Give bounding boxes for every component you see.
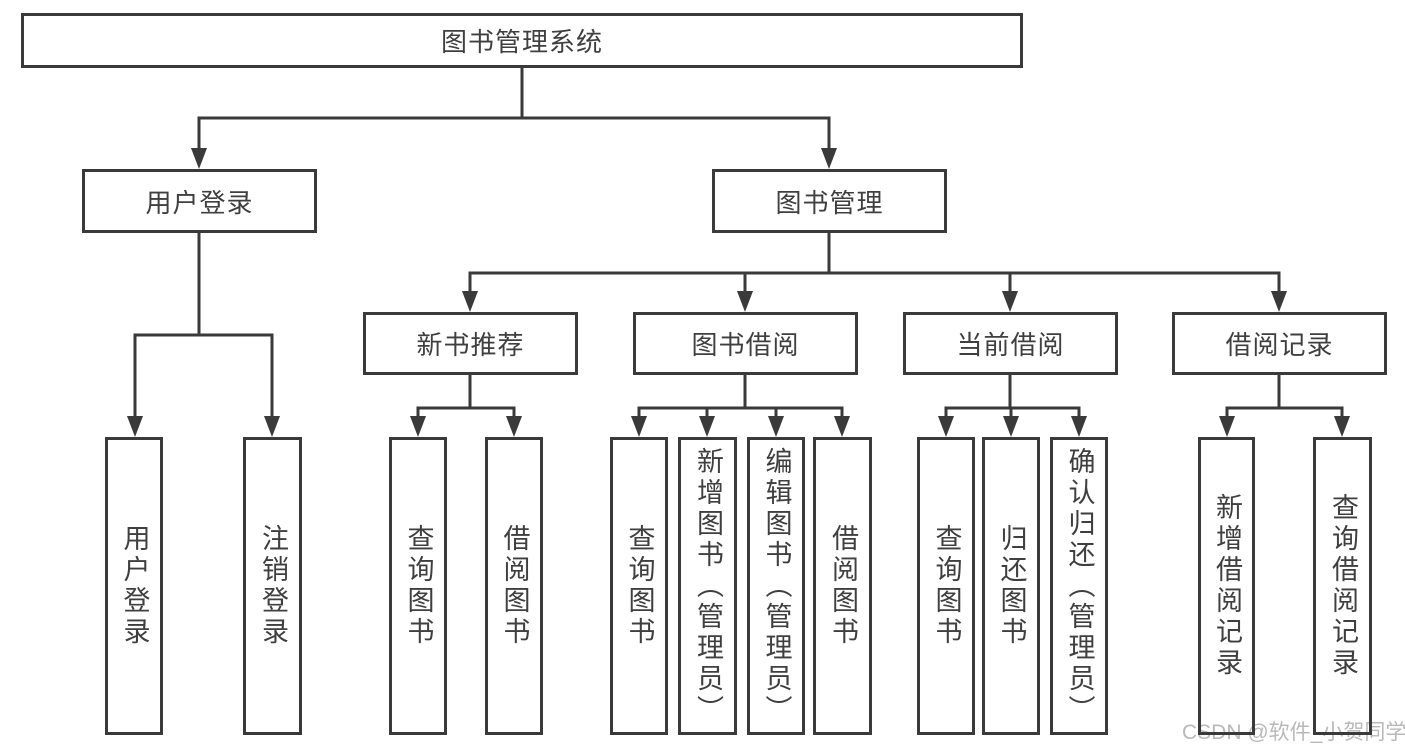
arrowhead-icons — [127, 148, 1350, 437]
leaf-borrow-books-label: 借阅图书 — [828, 524, 858, 648]
node-book-management-label: 图书管理 — [775, 187, 884, 218]
node-borrow-records-label: 借阅记录 — [1225, 330, 1334, 360]
leaf-borrow-query-books-label: 查询图书 — [624, 524, 655, 648]
leaf-return-books: 归还图书 — [982, 437, 1040, 735]
leaf-logout-label: 注销登录 — [258, 524, 288, 648]
node-new-book-recommend: 新书推荐 — [363, 312, 578, 375]
leaf-query-borrow-record-label: 查询借阅记录 — [1328, 493, 1358, 679]
leaf-recommend-query-books: 查询图书 — [389, 437, 447, 735]
leaf-user-login-label: 用户登录 — [119, 524, 150, 648]
node-book-borrow: 图书借阅 — [633, 312, 858, 375]
node-book-management: 图书管理 — [712, 169, 947, 233]
leaf-query-borrow-record: 查询借阅记录 — [1313, 437, 1372, 735]
node-new-book-recommend-label: 新书推荐 — [416, 330, 525, 360]
leaf-confirm-return-admin-label: 确认归还（管理员） — [1064, 446, 1095, 726]
leaf-add-books-admin-label: 新增图书（管理员） — [693, 446, 723, 726]
node-user-login: 用户登录 — [82, 169, 317, 233]
leaf-recommend-borrow-books-label: 借阅图书 — [499, 524, 530, 648]
leaf-borrow-books: 借阅图书 — [813, 437, 872, 735]
leaf-edit-books-admin-label: 编辑图书（管理员） — [761, 446, 792, 726]
leaf-current-query-books: 查询图书 — [917, 437, 975, 735]
leaf-recommend-query-books-label: 查询图书 — [403, 524, 434, 648]
node-current-borrow-label: 当前借阅 — [956, 330, 1065, 360]
node-root-system: 图书管理系统 — [21, 13, 1023, 68]
leaf-user-login: 用户登录 — [105, 437, 163, 735]
node-borrow-records: 借阅记录 — [1172, 312, 1387, 375]
csdn-watermark: CSDN @软件_小贺同学 — [1182, 721, 1405, 744]
node-book-borrow-label: 图书借阅 — [691, 330, 800, 360]
leaf-confirm-return-admin: 确认归还（管理员） — [1050, 437, 1108, 735]
node-user-login-label: 用户登录 — [145, 187, 254, 218]
connector-lines — [133, 68, 1344, 421]
leaf-add-borrow-record-label: 新增借阅记录 — [1212, 493, 1242, 679]
leaf-borrow-query-books: 查询图书 — [610, 437, 668, 735]
leaf-add-borrow-record: 新增借阅记录 — [1198, 437, 1255, 735]
node-root-label: 图书管理系统 — [440, 27, 603, 57]
leaf-add-books-admin: 新增图书（管理员） — [678, 437, 737, 735]
leaf-return-books-label: 归还图书 — [996, 524, 1027, 648]
leaf-current-query-books-label: 查询图书 — [931, 524, 962, 648]
leaf-edit-books-admin: 编辑图书（管理员） — [747, 437, 805, 735]
node-current-borrow: 当前借阅 — [903, 312, 1118, 375]
leaf-logout: 注销登录 — [243, 437, 302, 735]
leaf-recommend-borrow-books: 借阅图书 — [485, 437, 543, 735]
